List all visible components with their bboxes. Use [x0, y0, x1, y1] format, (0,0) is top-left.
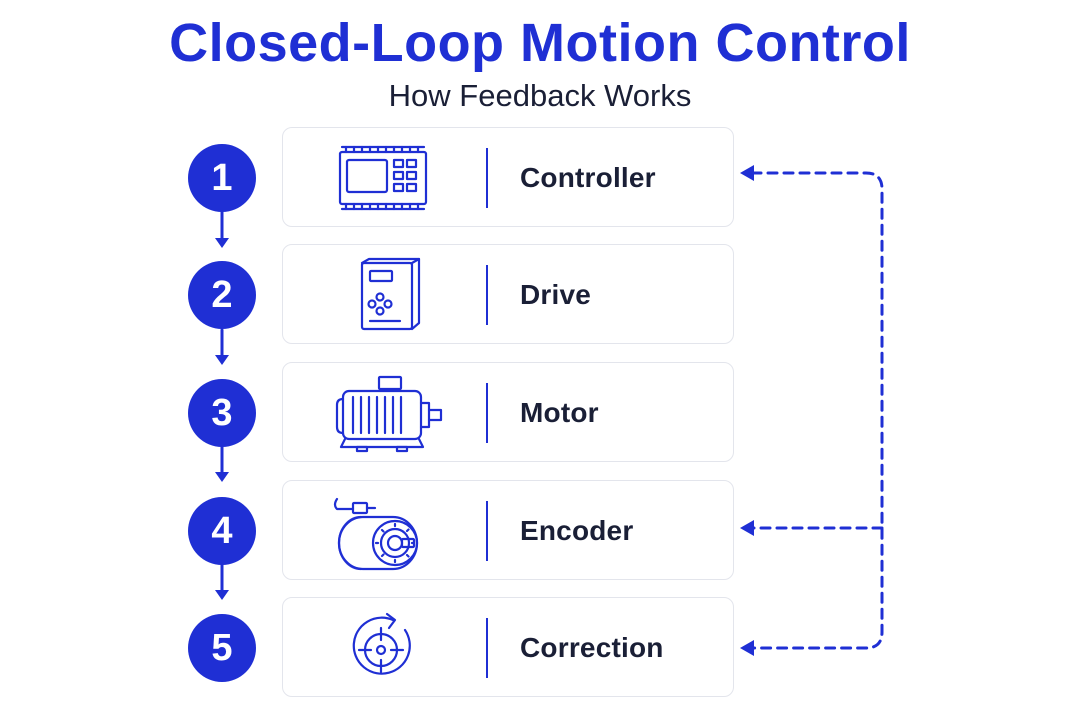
step-label: Drive: [520, 279, 592, 310]
encoder-icon: [333, 497, 419, 571]
step-card: Controller: [282, 127, 734, 227]
divider: [486, 148, 488, 208]
step-card: Drive: [282, 244, 734, 344]
page-title: Closed-Loop Motion Control: [169, 13, 911, 73]
step-label: Correction: [520, 632, 664, 663]
step-card: Correction: [282, 597, 734, 697]
step-label: Motor: [520, 397, 599, 428]
divider: [486, 501, 488, 561]
step-number-badge: 3: [188, 379, 256, 447]
divider: [486, 618, 488, 678]
step-drive: 2 Drive: [0, 244, 1080, 346]
step-label: Controller: [520, 162, 656, 193]
page-subtitle: How Feedback Works: [388, 78, 692, 113]
step-motor: 3 Motor: [0, 362, 1080, 464]
step-encoder: 4 Encoder: [0, 480, 1080, 582]
step-number-badge: 4: [188, 497, 256, 565]
step-controller: 1 Controller: [0, 127, 1080, 229]
correction-target-icon: [352, 612, 411, 675]
step-card: Motor: [282, 362, 734, 462]
step-correction: 5 Correction: [0, 597, 1080, 699]
divider: [486, 383, 488, 443]
drive-icon: [360, 257, 421, 331]
step-number-badge: 5: [188, 614, 256, 682]
motor-icon: [335, 375, 443, 453]
step-number-badge: 2: [188, 261, 256, 329]
divider: [486, 265, 488, 325]
step-number-badge: 1: [188, 144, 256, 212]
step-label: Encoder: [520, 515, 634, 546]
step-card: Encoder: [282, 480, 734, 580]
controller-icon: [338, 145, 428, 211]
